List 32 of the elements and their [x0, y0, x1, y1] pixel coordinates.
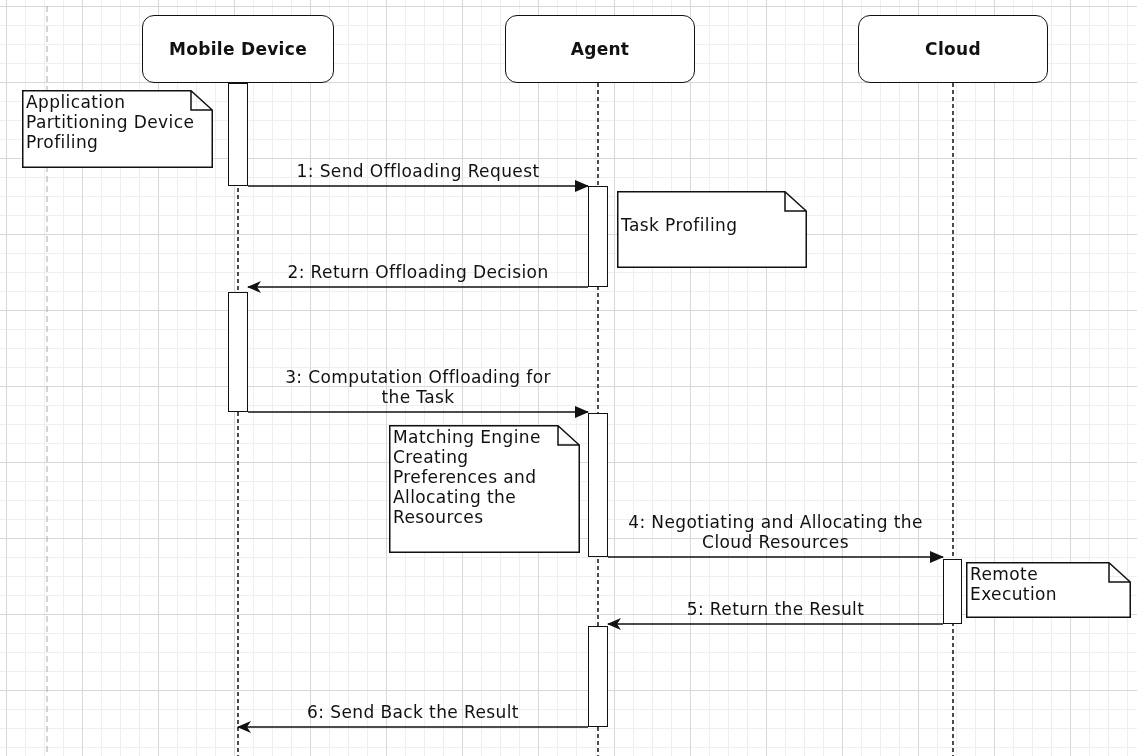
message-arrow: [607, 618, 944, 630]
note-text: Matching Engine Creating Preferences and Allocating the Resources: [393, 427, 542, 527]
activation-bar: [588, 186, 608, 287]
lifeline-header: [858, 15, 1048, 83]
lifeline-header: [142, 15, 334, 83]
participant-name: Agent: [570, 39, 630, 59]
message-arrow: [247, 180, 589, 192]
message-arrow: [607, 551, 944, 563]
activation-bar: [588, 626, 608, 727]
participant-name: Mobile Device: [169, 39, 307, 59]
activation-bar: [228, 292, 248, 412]
edge-label: 5: Return the Result: [685, 599, 866, 619]
note: [966, 562, 1131, 618]
lifeline-header: [505, 15, 695, 83]
note-text: Task Profiling: [621, 215, 739, 235]
edge-label: 2: Return Offloading Decision: [286, 262, 550, 282]
edge-label: 4: Negotiating and Allocating the Cloud Resources: [627, 512, 924, 552]
note: [22, 90, 213, 168]
message-arrow: [237, 721, 589, 733]
activation-bar: [943, 559, 962, 624]
note: [617, 191, 807, 268]
edge-label: 6: Send Back the Result: [306, 702, 520, 722]
note: [389, 425, 580, 553]
note-text: Remote Execution: [970, 564, 1059, 604]
edge-label: 3: Computation Offloading for the Task: [284, 367, 552, 407]
note-text: Application Partitioning Device Profiling: [26, 92, 196, 152]
participant-name: Cloud: [925, 39, 981, 59]
activation-bar: [228, 83, 248, 186]
activation-bar: [588, 413, 608, 557]
message-arrow: [247, 406, 589, 418]
edge-label: 1: Send Offloading Request: [295, 161, 541, 181]
message-arrow: [247, 281, 589, 293]
